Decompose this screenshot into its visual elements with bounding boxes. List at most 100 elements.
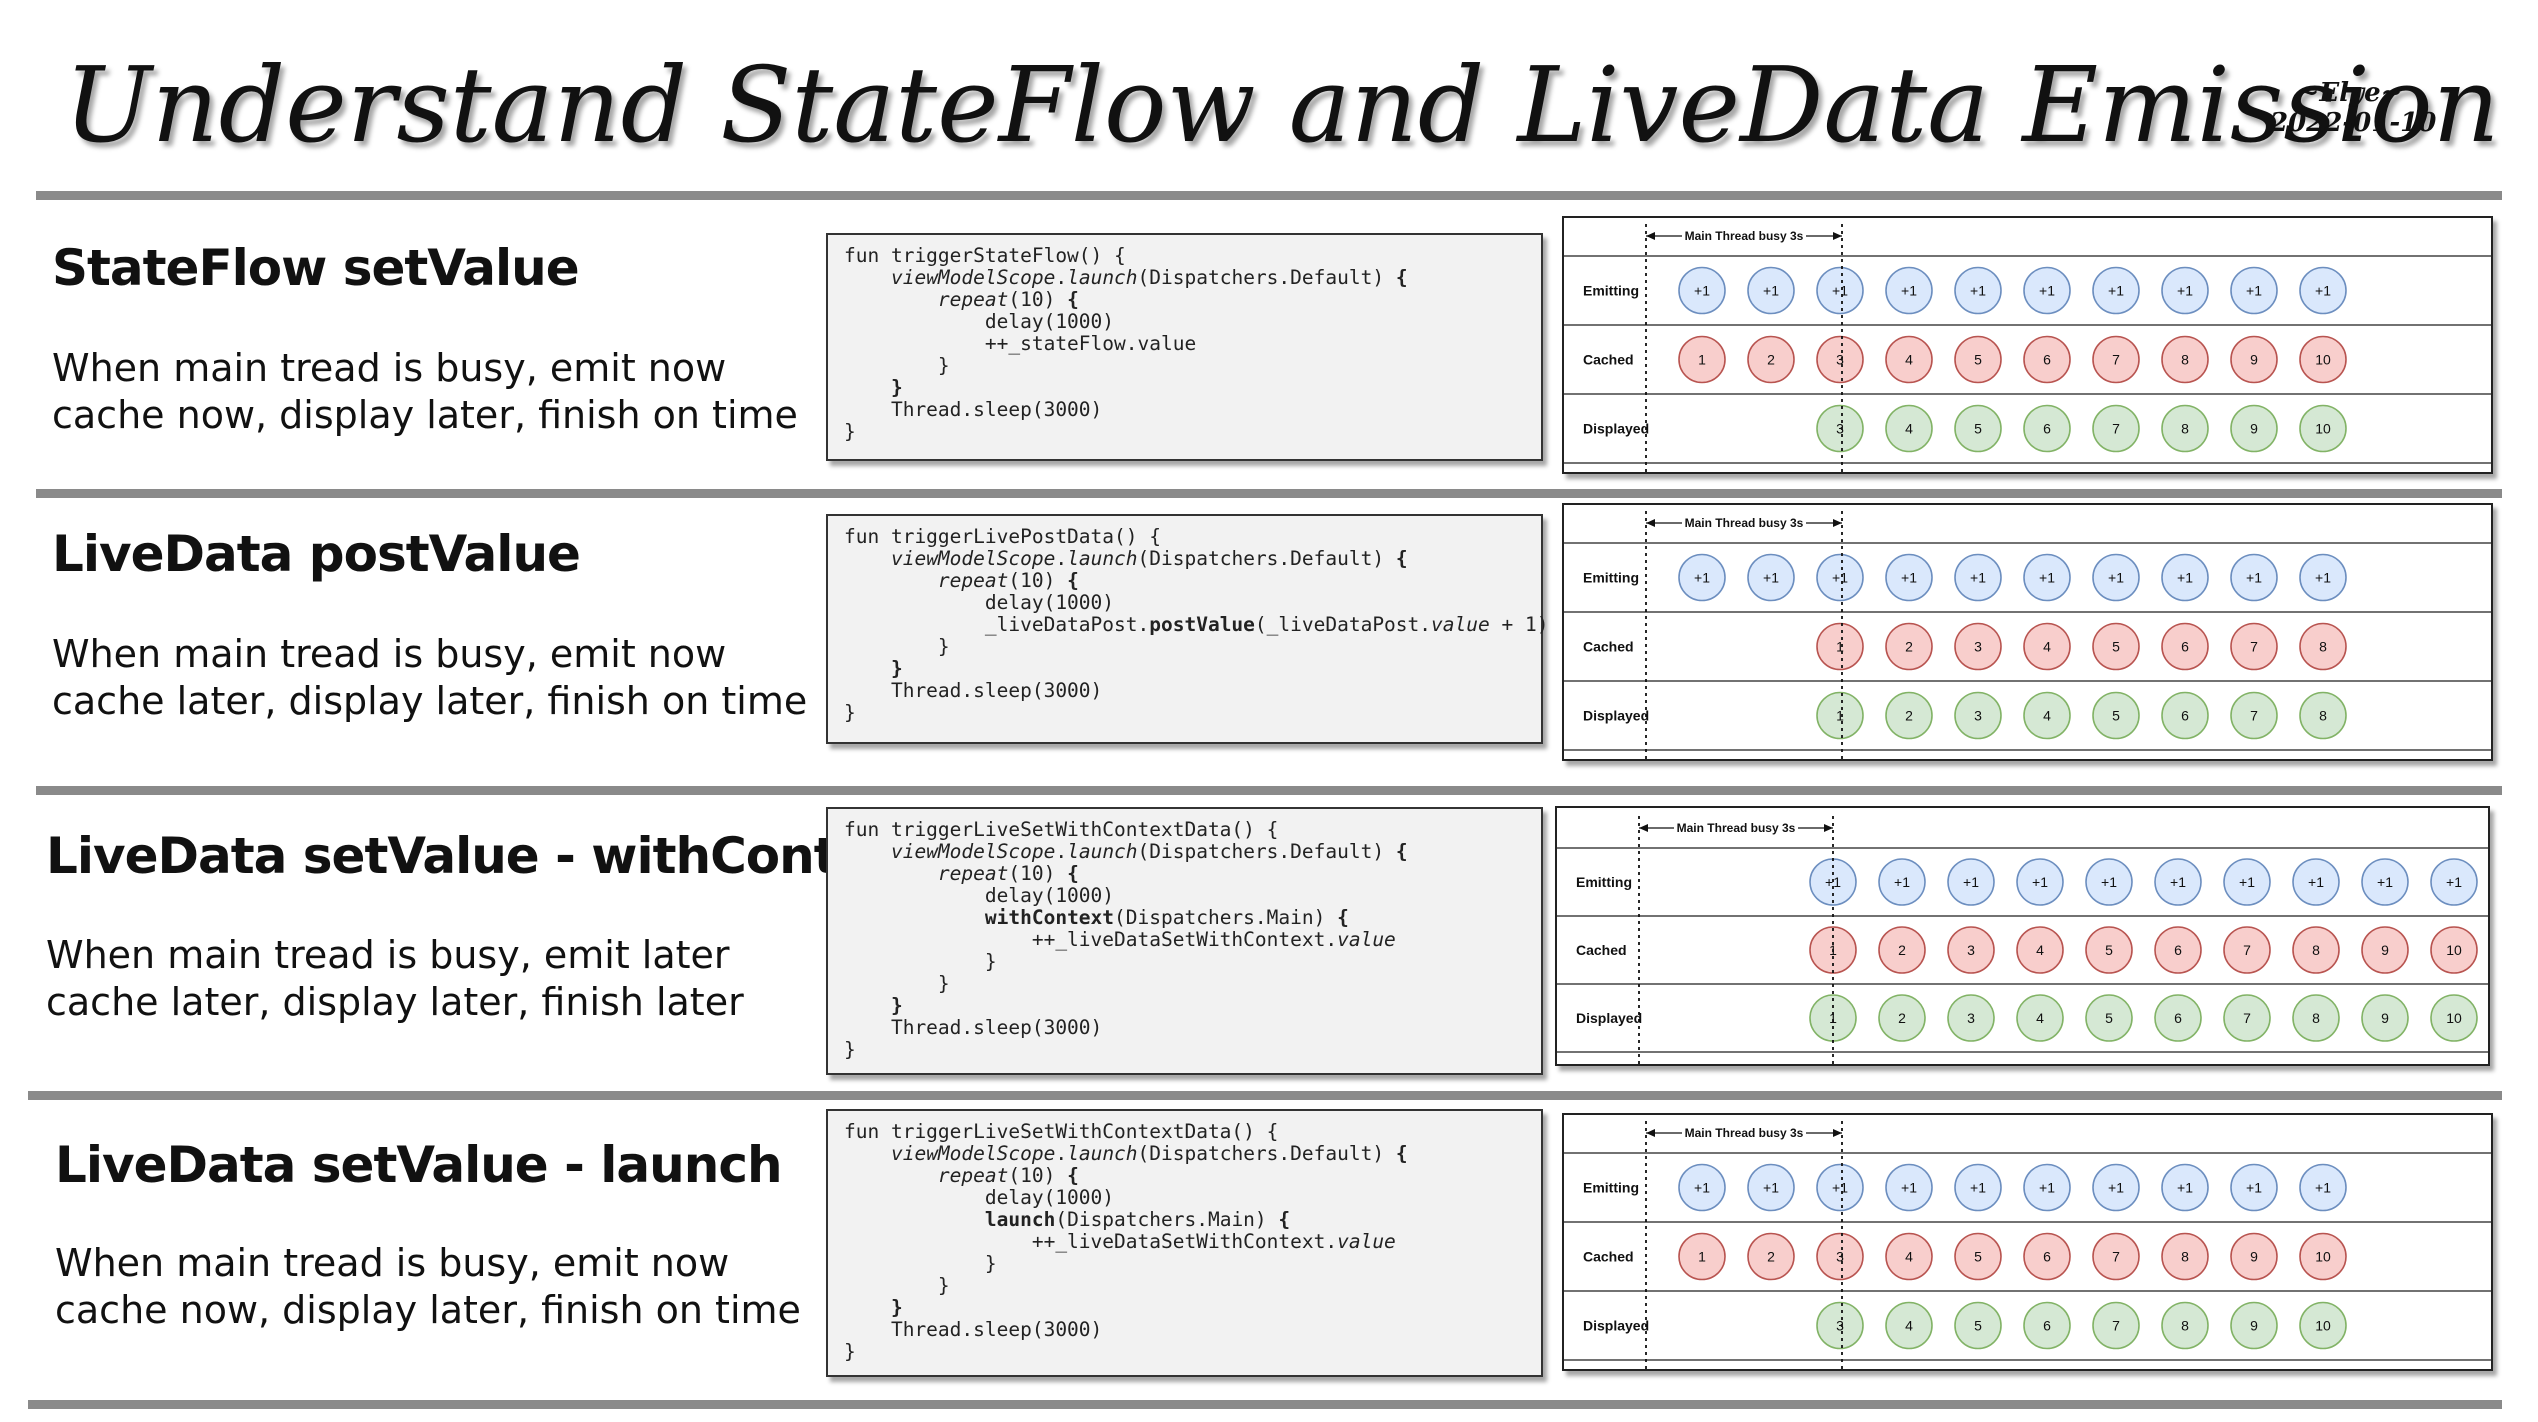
emitting-value: +1	[1832, 1180, 1848, 1196]
displayed-circle	[2299, 404, 2347, 453]
emitting-value: +1	[1694, 1180, 1710, 1196]
code-token: viewModelScope	[890, 547, 1056, 570]
code-token	[844, 1208, 985, 1231]
cached-value: 4	[1905, 1249, 1913, 1265]
cached-value: 3	[1974, 639, 1982, 655]
cached-circle	[1678, 335, 1726, 384]
emitting-value: +1	[2446, 874, 2462, 890]
emitting-value: +1	[2246, 570, 2262, 586]
author-date: 2022-01-10	[2270, 108, 2437, 138]
code-token	[844, 657, 891, 680]
row-label: Displayed	[1583, 421, 1649, 437]
busy-label-bg	[1682, 515, 1806, 530]
emitting-value: +1	[2032, 874, 2048, 890]
code-text: fun triggerLiveSetWithContextData() { vi…	[844, 819, 1541, 1061]
code-token	[844, 376, 891, 399]
displayed-value: 8	[2312, 1010, 2320, 1026]
emitting-value: +1	[1832, 570, 1848, 586]
displayed-circle	[2161, 691, 2209, 740]
displayed-value: 7	[2112, 1318, 2120, 1334]
code-token	[844, 266, 891, 289]
code-token	[844, 1142, 891, 1165]
code-token	[844, 569, 938, 592]
code-token: }	[844, 950, 997, 973]
code-token: launch	[1067, 266, 1138, 289]
code-block: fun triggerStateFlow() { viewModelScope.…	[826, 233, 1543, 461]
code-token: (Dispatchers.Main)	[1055, 1208, 1279, 1231]
emitting-value: +1	[1963, 874, 1979, 890]
emitting-circle	[2154, 858, 2202, 906]
emitting-circle	[2230, 1163, 2278, 1212]
displayed-circle	[1954, 404, 2002, 453]
emitting-circle	[2223, 858, 2271, 906]
cached-value: 5	[2112, 639, 2120, 655]
code-token: }	[844, 1038, 856, 1061]
emitting-circle	[2085, 858, 2133, 906]
displayed-value: 4	[2036, 1010, 2044, 1026]
cached-value: 6	[2181, 639, 2189, 655]
code-token: viewModelScope	[890, 840, 1056, 863]
emitting-value: +1	[2101, 874, 2117, 890]
displayed-value: 3	[1836, 1318, 1844, 1334]
displayed-circle	[2092, 404, 2140, 453]
section-title: LiveData setValue - withContext	[46, 827, 925, 885]
code-token: repeat	[937, 1164, 1009, 1187]
busy-arrow-right-head	[1833, 1129, 1842, 1137]
displayed-circle	[2085, 994, 2133, 1042]
section-title: LiveData postValue	[52, 525, 581, 583]
code-token	[844, 1296, 891, 1319]
row-label: Cached	[1583, 352, 1634, 368]
emitting-circle	[1954, 1163, 2002, 1212]
displayed-circle	[2430, 994, 2478, 1042]
cached-circle	[2092, 335, 2140, 384]
displayed-circle	[1954, 1301, 2002, 1350]
cached-circle	[2292, 926, 2340, 974]
emitting-circle	[1678, 266, 1726, 315]
displayed-value: 6	[2043, 421, 2051, 437]
code-token: }	[890, 657, 903, 680]
code-token: delay(1000)	[844, 884, 1115, 907]
cached-circle	[1747, 335, 1795, 384]
displayed-circle	[2092, 691, 2140, 740]
displayed-value: 10	[2315, 421, 2331, 437]
code-text: fun triggerStateFlow() { viewModelScope.…	[844, 245, 1541, 443]
emitting-circle	[2299, 266, 2347, 315]
displayed-value: 7	[2250, 708, 2258, 724]
displayed-circle	[2230, 691, 2278, 740]
displayed-value: 10	[2446, 1010, 2462, 1026]
author-name: ~Elye~	[2297, 78, 2403, 108]
emitting-value: +1	[1694, 570, 1710, 586]
cached-circle	[1954, 1232, 2002, 1281]
displayed-value: 1	[1829, 1010, 1837, 1026]
busy-arrow-right-head	[1824, 824, 1833, 832]
displayed-circle	[2023, 404, 2071, 453]
code-token: (Dispatchers.Default)	[1137, 840, 1396, 863]
divider	[36, 191, 2502, 200]
displayed-value: 3	[1967, 1010, 1975, 1026]
code-token: launch	[1067, 547, 1138, 570]
code-block: fun triggerLiveSetWithContextData() { vi…	[826, 807, 1543, 1075]
emitting-circle	[2299, 1163, 2347, 1212]
emitting-value: +1	[2039, 570, 2055, 586]
code-token: .	[1055, 840, 1068, 863]
emitting-value: +1	[1763, 570, 1779, 586]
code-token: ++_liveDataSetWithContext.	[844, 928, 1338, 951]
cached-value: 2	[1905, 639, 1913, 655]
busy-arrow-right-head	[1833, 519, 1842, 527]
cached-value: 4	[2043, 639, 2051, 655]
cached-value: 8	[2319, 639, 2327, 655]
emitting-value: +1	[1901, 283, 1917, 299]
emitting-circle	[1747, 1163, 1795, 1212]
cached-value: 5	[1974, 1249, 1982, 1265]
displayed-circle	[2292, 994, 2340, 1042]
cached-value: 10	[2315, 352, 2331, 368]
busy-arrow-left-head	[1646, 232, 1655, 240]
row-label: Emitting	[1583, 283, 1639, 299]
displayed-circle	[2230, 404, 2278, 453]
divider	[28, 1091, 2502, 1100]
cached-circle	[1878, 926, 1926, 974]
code-token: launch	[1067, 1142, 1138, 1165]
displayed-circle	[2161, 404, 2209, 453]
busy-label: Main Thread busy 3s	[1685, 229, 1804, 243]
